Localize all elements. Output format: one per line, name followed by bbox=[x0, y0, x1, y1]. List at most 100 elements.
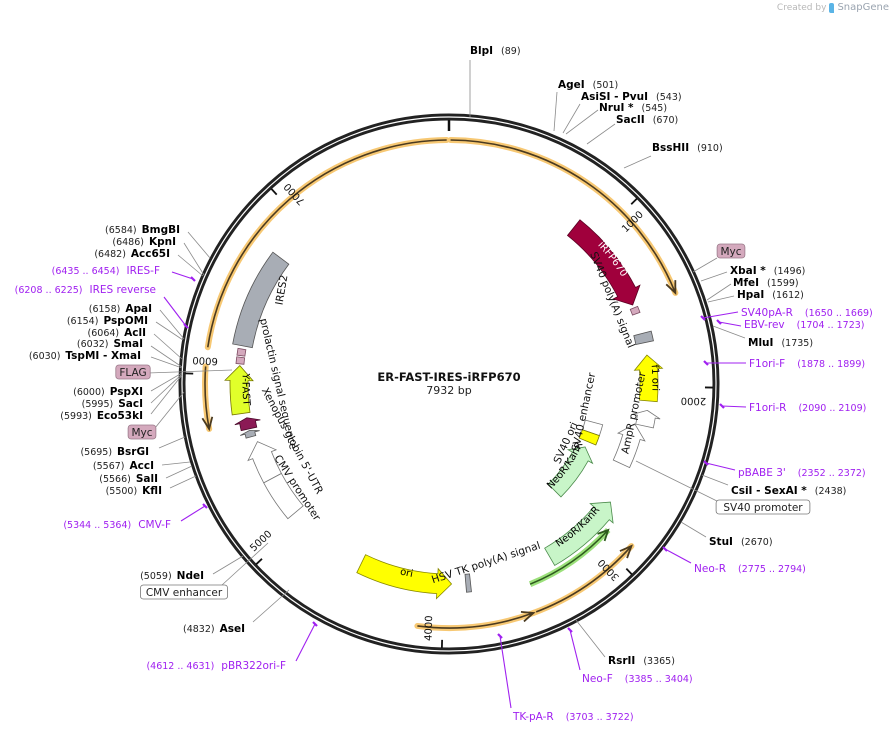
primer-site[interactable]: SV40pA-R(1650 .. 1669) bbox=[700, 307, 873, 321]
enzyme-site[interactable]: HpaI(1612) bbox=[707, 289, 804, 303]
primer-site[interactable]: EBV-rev(1704 .. 1723) bbox=[716, 319, 865, 331]
feature-myc-tag[interactable] bbox=[235, 356, 246, 365]
enzyme-site[interactable]: (5566)SalI bbox=[99, 465, 193, 485]
enzyme-site[interactable]: StuI(2670) bbox=[680, 521, 773, 548]
primer-label[interactable]: SV40pA-R(1650 .. 1669) bbox=[741, 307, 873, 319]
feature-tag[interactable]: Myc bbox=[692, 243, 746, 273]
primer-label[interactable]: Neo-R(2775 .. 2794) bbox=[694, 563, 806, 575]
enzyme-site[interactable]: MluI(1735) bbox=[712, 325, 813, 349]
enzyme-site[interactable]: (4832)AseI bbox=[183, 589, 290, 635]
enzyme-site[interactable]: CsiI - SexAI *(2438) bbox=[701, 474, 846, 497]
enzyme-site[interactable]: (5500)KflI bbox=[106, 475, 197, 497]
enzyme-label[interactable]: (6032)SmaI bbox=[77, 338, 143, 350]
primer-site[interactable]: (5344 .. 5364)CMV-F bbox=[63, 503, 208, 531]
enzyme-label[interactable]: AsiSI - PvuI(543) bbox=[581, 91, 682, 103]
enzyme-label[interactable]: (5995)SacI bbox=[82, 398, 143, 410]
feature-tag[interactable]: SV40 promoter bbox=[635, 460, 811, 515]
enzyme-label[interactable]: (5993)Eco53kI bbox=[60, 410, 143, 422]
feature-flag-tag[interactable] bbox=[236, 347, 247, 357]
enzyme-label[interactable]: (5500)KflI bbox=[106, 485, 162, 497]
feature-ori[interactable]: ori bbox=[356, 554, 453, 600]
enzyme-label[interactable]: (5566)SalI bbox=[99, 473, 158, 485]
feature-tag[interactable]: Myc bbox=[127, 391, 185, 440]
restriction-sites[interactable]: BlpI(89) AgeI(501)AsiSI - PvuI(543)NruI *… bbox=[29, 45, 847, 667]
feature-sv40-ori[interactable] bbox=[578, 429, 600, 446]
primer-site[interactable]: F1ori-R(2090 .. 2109) bbox=[719, 402, 866, 414]
feature-cmv-enhancer-inner[interactable] bbox=[263, 472, 304, 520]
enzyme-label[interactable]: (4832)AseI bbox=[183, 623, 245, 635]
feature-f1-ori[interactable]: f1 ori bbox=[633, 354, 664, 403]
feature-hsv-tk-polya-box[interactable] bbox=[464, 573, 472, 593]
enzyme-label[interactable]: MfeI(1599) bbox=[733, 277, 799, 289]
enzyme-site[interactable]: AsiSI - PvuI(543) bbox=[562, 91, 682, 134]
enzyme-site[interactable]: (6486)KpnI bbox=[112, 236, 205, 276]
enzyme-label[interactable]: (6482)Acc65I bbox=[94, 248, 170, 260]
enzyme-label[interactable]: (6486)KpnI bbox=[112, 236, 176, 248]
enzyme-label[interactable]: (6584)BmgBI bbox=[105, 224, 180, 236]
feature-ampr-promoter[interactable] bbox=[632, 409, 661, 429]
enzyme-label[interactable]: XbaI *(1496) bbox=[730, 265, 805, 277]
enzyme-site[interactable]: BlpI(89) bbox=[469, 45, 521, 117]
enzyme-site[interactable]: (6154)PspOMI bbox=[67, 315, 184, 341]
primer-site[interactable]: F1ori-F(1878 .. 1899) bbox=[703, 358, 865, 370]
enzyme-label[interactable]: CsiI - SexAI *(2438) bbox=[731, 485, 846, 497]
enzyme-site[interactable]: (6030)TspMI - XmaI bbox=[29, 350, 183, 369]
primer-site[interactable]: pBABE 3'(2352 .. 2372) bbox=[703, 460, 866, 479]
feature-tag[interactable]: FLAG bbox=[115, 364, 233, 380]
enzyme-label[interactable]: (5059)NdeI bbox=[140, 570, 204, 582]
enzyme-label[interactable]: (6158)ApaI bbox=[89, 303, 152, 315]
feature-tag[interactable]: CMV enhancer bbox=[139, 542, 269, 600]
enzyme-site[interactable]: (6482)Acc65I bbox=[94, 248, 204, 277]
primer-site[interactable]: (6435 .. 6454)IRES-F bbox=[52, 265, 196, 282]
feature-xenopus-globin-5-utr[interactable] bbox=[240, 430, 260, 439]
enzyme-label[interactable]: (6000)PspXI bbox=[73, 386, 143, 398]
primer-site[interactable]: TK-pA-R(3703 .. 3722) bbox=[497, 633, 634, 723]
primer-label[interactable]: F1ori-R(2090 .. 2109) bbox=[749, 402, 866, 414]
enzyme-site[interactable]: XbaI *(1496) bbox=[700, 265, 805, 282]
enzyme-label[interactable]: NruI *(545) bbox=[599, 102, 667, 114]
primer-label[interactable]: pBABE 3'(2352 .. 2372) bbox=[738, 467, 866, 479]
primer-label[interactable]: (6208 .. 6225)IRES reverse bbox=[15, 284, 156, 296]
enzyme-label[interactable]: SacII(670) bbox=[616, 114, 678, 126]
enzyme-site[interactable]: (5695)BsrGI bbox=[80, 436, 186, 458]
feature-myc-tag-right[interactable] bbox=[629, 305, 641, 316]
feature-cmv-promoter[interactable] bbox=[247, 441, 282, 484]
enzyme-site[interactable]: (6158)ApaI bbox=[89, 303, 185, 340]
enzyme-label[interactable]: RsrII(3365) bbox=[608, 655, 675, 667]
enzyme-site[interactable]: NruI *(545) bbox=[565, 102, 667, 135]
feature-sv40-polya-box[interactable] bbox=[633, 330, 654, 345]
primer-site[interactable]: Neo-R(2775 .. 2794) bbox=[662, 546, 806, 575]
enzyme-label[interactable]: AgeI(501) bbox=[558, 79, 618, 91]
primer-site[interactable]: Neo-F(3385 .. 3404) bbox=[567, 627, 693, 685]
feature-ires2[interactable] bbox=[232, 251, 290, 349]
primer-site[interactable]: (6208 .. 6225)IRES reverse bbox=[15, 284, 189, 329]
enzyme-label[interactable]: (6064)AclI bbox=[88, 327, 146, 339]
enzyme-label[interactable]: MluI(1735) bbox=[748, 337, 813, 349]
feature-prolactin-signal-sequence[interactable] bbox=[234, 417, 261, 432]
enzyme-label[interactable]: HpaI(1612) bbox=[737, 289, 804, 301]
enzyme-label[interactable]: (6154)PspOMI bbox=[67, 315, 148, 327]
feature-ampr-promoter-2[interactable] bbox=[612, 423, 646, 469]
enzyme-label[interactable]: StuI(2670) bbox=[709, 536, 773, 548]
primer-label[interactable]: F1ori-F(1878 .. 1899) bbox=[749, 358, 865, 370]
enzyme-site[interactable]: (5567)AccI bbox=[93, 460, 191, 472]
primer-label[interactable]: TK-pA-R(3703 .. 3722) bbox=[512, 711, 634, 723]
primer-label[interactable]: (6435 .. 6454)IRES-F bbox=[52, 265, 160, 277]
primer-site[interactable]: (4612 .. 4631)pBR322ori-F bbox=[146, 621, 318, 672]
enzyme-label[interactable]: (6030)TspMI - XmaI bbox=[29, 350, 141, 362]
enzyme-site[interactable]: AgeI(501) bbox=[553, 79, 618, 132]
primer-label[interactable]: (5344 .. 5364)CMV-F bbox=[63, 519, 171, 531]
primer-label[interactable]: Neo-F(3385 .. 3404) bbox=[582, 673, 693, 685]
enzyme-site[interactable]: (5995)SacI bbox=[82, 373, 183, 410]
primer-label[interactable]: (4612 .. 4631)pBR322ori-F bbox=[146, 660, 286, 672]
enzyme-label[interactable]: (5567)AccI bbox=[93, 460, 154, 472]
enzyme-site[interactable]: (6064)AclI bbox=[88, 327, 183, 360]
enzyme-label[interactable]: BlpI(89) bbox=[470, 45, 521, 57]
enzyme-site[interactable]: (6032)SmaI bbox=[77, 338, 183, 368]
enzyme-site[interactable]: (5059)NdeI bbox=[140, 555, 244, 582]
feature-y-fast[interactable]: Y-FAST bbox=[224, 364, 254, 416]
enzyme-site[interactable]: (6584)BmgBI bbox=[105, 224, 211, 259]
backbone-ring[interactable] bbox=[178, 113, 720, 655]
enzyme-site[interactable]: RsrII(3365) bbox=[575, 619, 675, 667]
enzyme-site[interactable]: (5993)Eco53kI bbox=[60, 374, 183, 422]
